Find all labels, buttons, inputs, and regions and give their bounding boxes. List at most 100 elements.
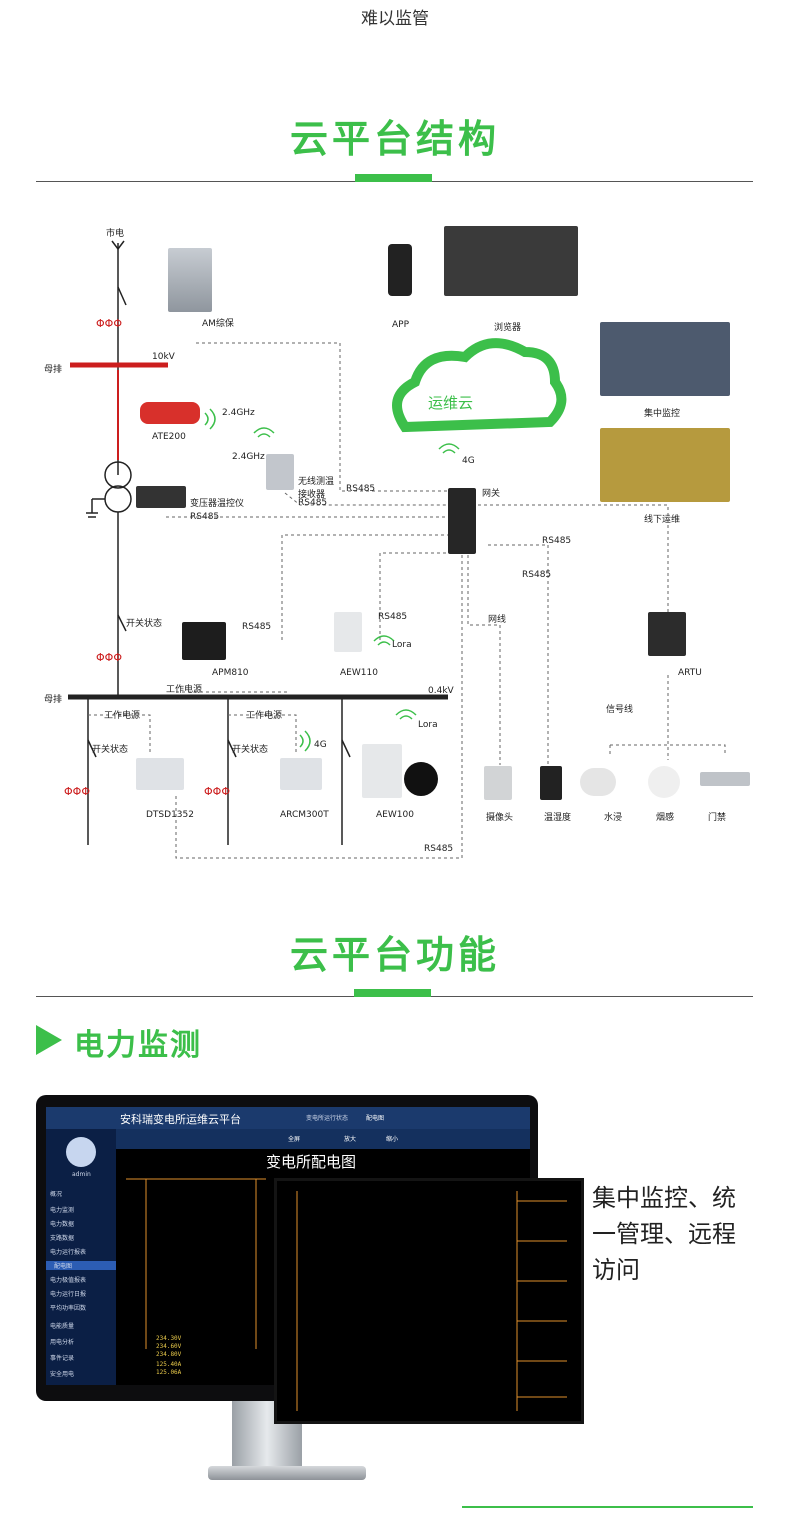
label-am: AM综保 [202, 319, 234, 329]
label-busbar-upper: 母排 [44, 365, 63, 375]
sidebar-item-events[interactable]: 事件记录 [50, 1355, 75, 1362]
browser-monitor [444, 226, 578, 296]
label-04kv: 0.4kV [428, 686, 454, 696]
reading-ua: 234.30V [156, 1335, 182, 1342]
screen-sidebar: admin 概况 电力监测 电力数据 支路数据 电力运行报表 配电图 电力极值报… [46, 1129, 116, 1385]
label-signal: 信号线 [606, 705, 634, 715]
avatar [66, 1137, 96, 1167]
label-offline: 线下运维 [644, 515, 681, 525]
label-cloud: 运维云 [428, 394, 474, 412]
label-dtsd1352: DTSD1352 [146, 810, 194, 820]
gateway-device [448, 488, 476, 554]
section-title-functions: 云平台功能 [289, 933, 500, 977]
svg-text:ΦΦΦ: ΦΦΦ [64, 785, 90, 798]
structure-diagram: ΦΦΦ ΦΦΦ ΦΦΦ ΦΦΦ [64, 240, 726, 859]
artu-device [648, 612, 686, 656]
label-water: 水浸 [604, 813, 623, 823]
label-cloud-4g: 4G [462, 456, 475, 466]
secondary-screen [274, 1178, 584, 1424]
label-artu: ARTU [678, 668, 702, 678]
label-10kv: 10kV [152, 352, 175, 362]
label-camera: 摄像头 [486, 813, 514, 823]
label-switch-state-2: 开关状态 [92, 745, 129, 755]
label-app: APP [392, 320, 410, 330]
label-apm810: APM810 [212, 668, 249, 678]
label-grid-source: 市电 [106, 229, 125, 239]
screen-header: 安科瑞变电所运维云平台 变电所运行状态 配电图 [46, 1107, 530, 1129]
door-sensor [700, 772, 750, 786]
label-rs485-1: RS485 [346, 484, 376, 494]
dtsd1352-meter [136, 758, 184, 790]
wireless-receiver [266, 454, 294, 490]
svg-text:ΦΦΦ: ΦΦΦ [96, 651, 122, 664]
sidebar-item-branch-data[interactable]: 支路数据 [50, 1235, 75, 1242]
label-aew100: AEW100 [376, 810, 414, 820]
aew100-ct [404, 762, 438, 796]
label-work-power-1: 工作电源 [166, 685, 203, 695]
apm810-meter [182, 622, 226, 660]
section-accent-bar [355, 174, 432, 182]
bottom-accent-line [462, 1506, 753, 1508]
sidebar-item-daily[interactable]: 电力运行日报 [50, 1291, 87, 1298]
label-gateway: 网关 [482, 489, 501, 499]
label-humidity: 温湿度 [544, 813, 572, 823]
label-rs485-5: RS485 [522, 570, 552, 580]
label-central: 集中监控 [644, 409, 681, 419]
toolbar-zoom-out[interactable]: 缩小 [386, 1136, 399, 1143]
subsection-title: 电力监测 [74, 1028, 202, 1063]
label-lora-1: Lora [392, 640, 412, 650]
label-door: 门禁 [708, 813, 727, 823]
screen-diagram-title: 变电所配电图 [266, 1153, 357, 1171]
offline-ops-photo [600, 428, 730, 502]
monitor-base [208, 1466, 366, 1480]
reading-ia: 125.40A [156, 1361, 182, 1368]
label-browser: 浏览器 [494, 323, 522, 333]
screen-user: admin [72, 1171, 91, 1178]
toolbar-zoom-in[interactable]: 放大 [344, 1136, 357, 1143]
label-work-power-2: 工作电源 [104, 711, 141, 721]
transformer-temp-controller [136, 486, 186, 508]
label-receiver-freq: 2.4GHz [232, 452, 265, 462]
label-rs485-2: RS485 [298, 498, 328, 508]
sidebar-item-diagram[interactable]: 配电图 [46, 1261, 116, 1270]
sidebar-item-quality[interactable]: 电能质量 [50, 1323, 75, 1330]
secondary-schematic [296, 1191, 567, 1411]
sidebar-item-power-monitor[interactable]: 电力监测 [50, 1207, 75, 1214]
screen-tab-diagram[interactable]: 配电图 [366, 1115, 385, 1122]
reading-ib: 125.06A [156, 1369, 182, 1376]
label-smoke: 烟感 [656, 813, 675, 823]
am-protection-device [168, 248, 212, 312]
sidebar-item-power-data[interactable]: 电力数据 [50, 1221, 75, 1228]
toolbar-fullscreen[interactable]: 全屏 [288, 1136, 301, 1143]
section-accent-bar-2 [354, 989, 431, 997]
label-rs485-8: RS485 [424, 844, 454, 854]
screen-toolbar: 全屏 放大 缩小 [116, 1129, 530, 1149]
label-receiver: 无线测温 接收器 [298, 477, 335, 500]
app-phone [388, 244, 412, 296]
triangle-icon [36, 1025, 62, 1055]
label-arcm300t: ARCM300T [280, 810, 329, 820]
smoke-sensor [648, 766, 680, 798]
ate200-sensor [140, 402, 200, 424]
section-title-structure: 云平台结构 [289, 117, 500, 161]
label-switch-state-1: 开关状态 [126, 619, 163, 629]
sidebar-item-pf[interactable]: 平均功率因数 [50, 1305, 87, 1312]
label-ate200: ATE200 [152, 432, 186, 442]
screen-app-title: 安科瑞变电所运维云平台 [120, 1113, 241, 1126]
label-lora-2: Lora [418, 720, 438, 730]
label-4g-2: 4G [314, 740, 327, 750]
water-sensor [580, 768, 616, 796]
reading-ub: 234.60V [156, 1343, 182, 1350]
sidebar-item-analysis[interactable]: 用电分析 [50, 1339, 75, 1346]
label-rs485-3: RS485 [190, 512, 220, 522]
sidebar-item-overview[interactable]: 概况 [50, 1191, 63, 1198]
aew100-device [362, 744, 402, 798]
sidebar-item-report[interactable]: 电力运行报表 [50, 1249, 87, 1256]
central-monitor-photo [600, 322, 730, 396]
label-switch-state-3: 开关状态 [232, 745, 269, 755]
sidebar-item-safety[interactable]: 安全用电 [50, 1371, 75, 1378]
screen-tab-status[interactable]: 变电所运行状态 [306, 1115, 349, 1122]
humidity-sensor [540, 766, 562, 800]
sidebar-item-extreme[interactable]: 电力极值报表 [50, 1277, 87, 1284]
arcm300t-meter [280, 758, 322, 790]
